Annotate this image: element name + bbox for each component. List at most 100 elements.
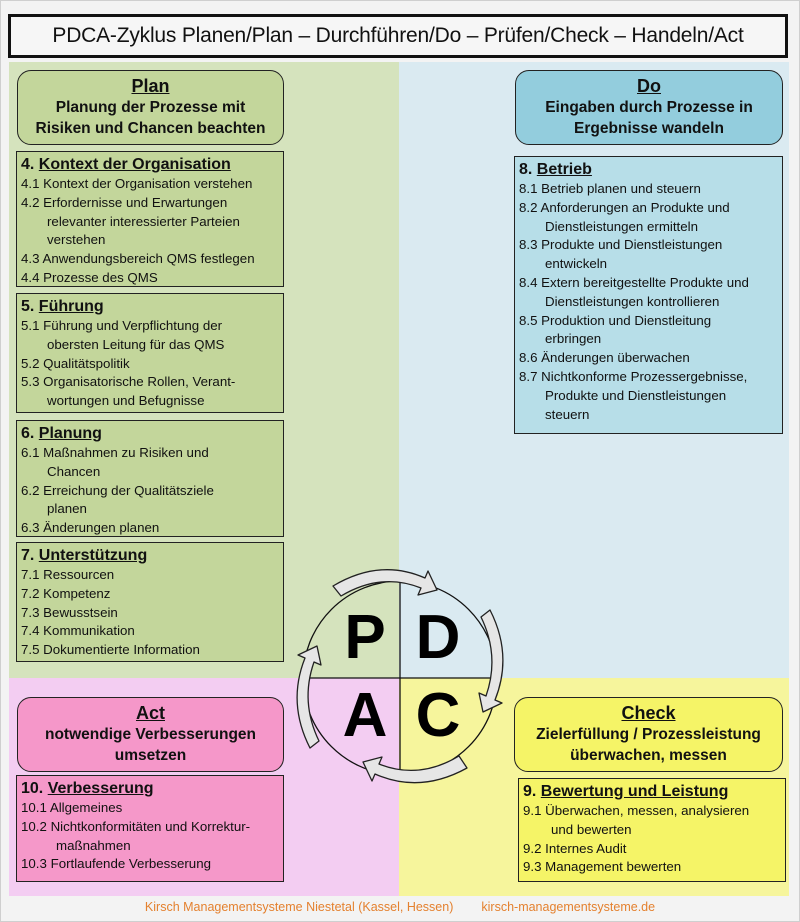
plan-subtitle-line: Risiken und Chancen beachten <box>35 120 266 137</box>
clause-item: 4.4 Prozesse des QMS <box>21 269 279 288</box>
section-box-8: 8. Betrieb 8.1 Betrieb planen und steuern… <box>514 156 783 434</box>
clause-item: 5.2 Qualitätspolitik <box>21 355 279 374</box>
clause-item: 5.3 Organisatorische Rollen, Verant-wort… <box>21 373 279 411</box>
clause-continuation-line: verstehen <box>47 232 106 248</box>
clause-item: 4.3 Anwendungsbereich QMS festlegen <box>21 250 279 269</box>
pdca-cycle-diagram: P D A C <box>296 569 504 784</box>
section-title: 5. Führung <box>21 296 279 317</box>
do-subtitle-line: Ergebnisse wandeln <box>574 120 724 137</box>
clause-item: 7.2 Kompetenz <box>21 585 279 604</box>
clause-continuation-line: maßnahmen <box>56 837 131 853</box>
section-number: 10. <box>21 780 44 797</box>
clause-item: 7.1 Ressourcen <box>21 566 279 585</box>
clause-item: 6.3 Änderungen planen <box>21 519 279 538</box>
clause-line: 7.5 Dokumentierte Information <box>21 642 200 658</box>
clause-continuation-line: erbringen <box>545 331 602 347</box>
section-heading: Kontext der Organisation <box>38 156 231 173</box>
section-number: 7. <box>21 547 35 564</box>
clause-continuation-line: wortungen und Befugnisse <box>47 393 205 409</box>
plan-heading: Plan <box>131 76 170 96</box>
section-heading: Unterstützung <box>38 547 148 564</box>
section-number: 5. <box>21 298 35 315</box>
clause-continuation-line: Dienstleistungen kontrollieren <box>545 293 720 309</box>
plan-subtitle-line: Planung der Prozesse mit <box>55 99 246 116</box>
act-subtitle-line: notwendige Verbesserungen <box>44 726 257 743</box>
do-header-box: Do Eingaben durch Prozesse in Ergebnisse… <box>515 70 783 145</box>
clause-item: 6.2 Erreichung der Qualitätsziele planen <box>21 482 279 520</box>
section-heading: Führung <box>38 298 104 315</box>
arrow-right-icon <box>478 609 504 713</box>
clause-item: 9.3 Management bewerten <box>523 858 781 877</box>
footer-website[interactable]: kirsch-managementsysteme.de <box>481 900 656 914</box>
clause-line: 9.2 Internes Audit <box>523 840 627 856</box>
clause-continuation-line: relevanter interessierter Parteien <box>47 213 240 229</box>
letter-p: P <box>344 603 385 672</box>
clause-line: 7.3 Bewusstsein <box>21 604 118 620</box>
clause-continuation-line: und bewerten <box>551 821 632 837</box>
letter-d: D <box>416 603 461 672</box>
act-heading: Act <box>135 703 165 723</box>
check-header-box: Check Zielerfüllung / Prozessleistung üb… <box>514 697 783 772</box>
clause-line: 7.1 Ressourcen <box>21 567 115 582</box>
clause-line: 4.2 Erfordernisse und Erwartungen <box>21 194 228 210</box>
clause-item: 7.4 Kommunikation <box>21 622 279 641</box>
act-header-box: Act notwendige Verbesserungen umsetzen <box>17 697 284 772</box>
clause-line: 9.1 Überwachen, messen, analysieren <box>523 803 750 818</box>
clause-continuation-line: steuern <box>545 406 590 422</box>
clause-item: 10.3 Fortlaufende Verbesserung <box>21 855 279 874</box>
clause-line: 10.3 Fortlaufende Verbesserung <box>21 856 211 872</box>
clause-continuation-line: entwickeln <box>545 256 608 272</box>
section-title: 9. Bewertung und Leistung <box>523 781 781 802</box>
arrow-left-icon <box>296 645 322 749</box>
plan-header-box: Plan Planung der Prozesse mit Risiken un… <box>17 70 284 145</box>
footer: Kirsch Managementsysteme Niestetal (Kass… <box>0 900 800 914</box>
page-title: PDCA-Zyklus Planen/Plan – Durchführen/Do… <box>8 14 788 58</box>
clause-line: 4.4 Prozesse des QMS <box>21 269 158 285</box>
section-number: 8. <box>519 161 533 178</box>
clause-item: 7.3 Bewusstsein <box>21 604 279 623</box>
check-heading: Check <box>621 703 676 723</box>
letter-a: A <box>343 681 388 750</box>
section-box-7: 7. Unterstützung 7.1 Ressourcen 7.2 Kompet… <box>16 542 284 662</box>
clause-line: 5.1 Führung und Verpflichtung der <box>21 318 223 333</box>
clause-item: 9.1 Überwachen, messen, analysieren und b… <box>523 802 781 840</box>
section-heading: Betrieb <box>536 161 592 178</box>
section-title: 10. Verbesserung <box>21 778 279 799</box>
clause-line: 8.1 Betrieb planen und steuern <box>519 181 701 196</box>
clause-continuation-line: obersten Leitung für das QMS <box>47 336 225 352</box>
clause-line: 8.7 Nichtkonforme Prozessergebnisse, <box>519 368 748 384</box>
clause-continuation-line: Dienstleistungen ermitteln <box>545 218 698 234</box>
act-subtitle-line: umsetzen <box>114 747 187 764</box>
section-title: 4. Kontext der Organisation <box>21 154 279 175</box>
arrow-bottom-icon <box>362 755 468 784</box>
clause-continuation-line: planen <box>47 501 87 517</box>
clause-item: 8.7 Nichtkonforme Prozessergebnisse, Prod… <box>519 368 778 424</box>
clause-line: 9.3 Management bewerten <box>523 859 682 875</box>
clause-item: 8.6 Änderungen überwachen <box>519 349 778 368</box>
clause-line: 4.3 Anwendungsbereich QMS festlegen <box>21 251 255 267</box>
clause-line: 8.2 Anforderungen an Produkte und <box>519 199 730 215</box>
clause-continuation-line: Produkte und Dienstleistungen <box>545 387 727 403</box>
clause-line: 6.1 Maßnahmen zu Risiken und <box>21 445 209 460</box>
clause-line: 10.1 Allgemeines <box>21 800 123 815</box>
check-subtitle-line: überwachen, messen <box>570 747 727 764</box>
section-number: 6. <box>21 425 35 442</box>
clause-item: 9.2 Internes Audit <box>523 840 781 859</box>
clause-item: 4.2 Erfordernisse und Erwartungen relevan… <box>21 194 279 250</box>
section-number: 9. <box>523 783 537 800</box>
clause-line: 6.2 Erreichung der Qualitätsziele <box>21 482 214 498</box>
clause-line: 4.1 Kontext der Organisation verstehen <box>21 176 253 191</box>
letter-c: C <box>416 681 461 750</box>
clause-item: 5.1 Führung und Verpflichtung der oberste… <box>21 317 279 355</box>
clause-line: 8.6 Änderungen überwachen <box>519 350 690 366</box>
section-number: 4. <box>21 156 35 173</box>
clause-continuation-line: Chancen <box>47 463 101 479</box>
clause-line: 6.3 Änderungen planen <box>21 520 160 536</box>
